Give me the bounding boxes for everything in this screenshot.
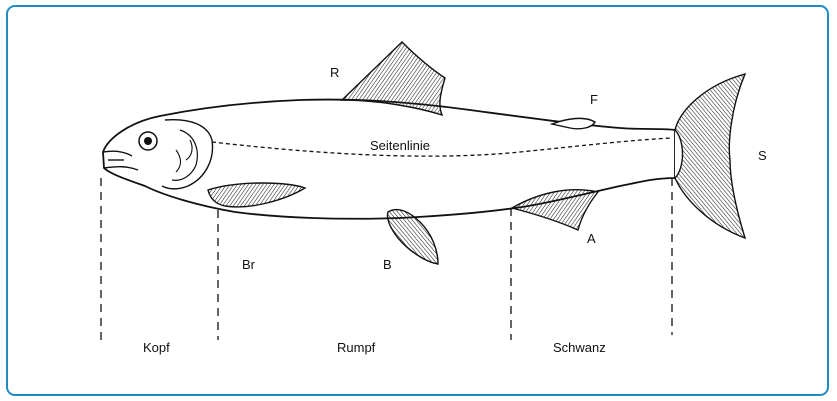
pelvic-fin-label: B — [383, 257, 392, 272]
section-tail-label: Schwanz — [553, 340, 606, 355]
pectoral-fin-label: Br — [242, 257, 256, 272]
anal-fin-label: A — [587, 231, 596, 246]
adipose-fin-label: F — [590, 92, 598, 107]
dorsal-fin-label: R — [330, 65, 339, 80]
caudal-fin-label: S — [758, 148, 767, 163]
section-head-label: Kopf — [143, 340, 170, 355]
pelvic-fin — [387, 210, 438, 264]
section-trunk-label: Rumpf — [337, 340, 376, 355]
caudal-fin — [675, 74, 745, 238]
lateral-line-label: Seitenlinie — [370, 138, 430, 153]
